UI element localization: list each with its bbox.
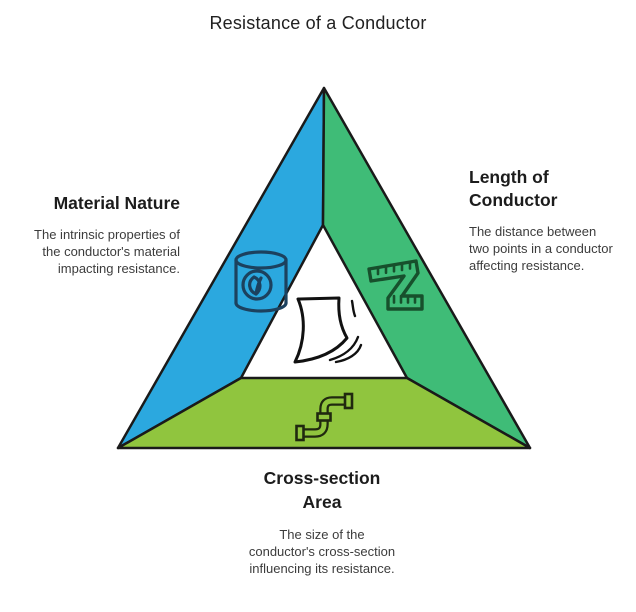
length-of-conductor-heading: Length of Conductor (469, 167, 558, 210)
material-nature-label-block: Material Nature The intrinsic properties… (28, 192, 180, 277)
length-of-conductor-description: The distance between two points in a con… (469, 224, 613, 273)
flexible-sheet-icon (293, 296, 363, 364)
cross-section-area-label-block: Cross-section Area The size of the condu… (222, 466, 422, 577)
material-nature-heading: Material Nature (53, 193, 180, 213)
page-title: Resistance of a Conductor (209, 13, 427, 33)
material-cylinder-leaf-icon (234, 250, 288, 313)
measuring-tape-icon (367, 259, 424, 311)
cross-section-area-description: The size of the conductor's cross-sectio… (248, 527, 396, 576)
cross-section-area-heading: Cross-section Area (263, 468, 381, 512)
length-of-conductor-label-block: Length of Conductor The distance between… (469, 166, 619, 274)
pipe-icon (295, 392, 354, 442)
material-nature-description: The intrinsic properties of the conducto… (34, 227, 180, 276)
